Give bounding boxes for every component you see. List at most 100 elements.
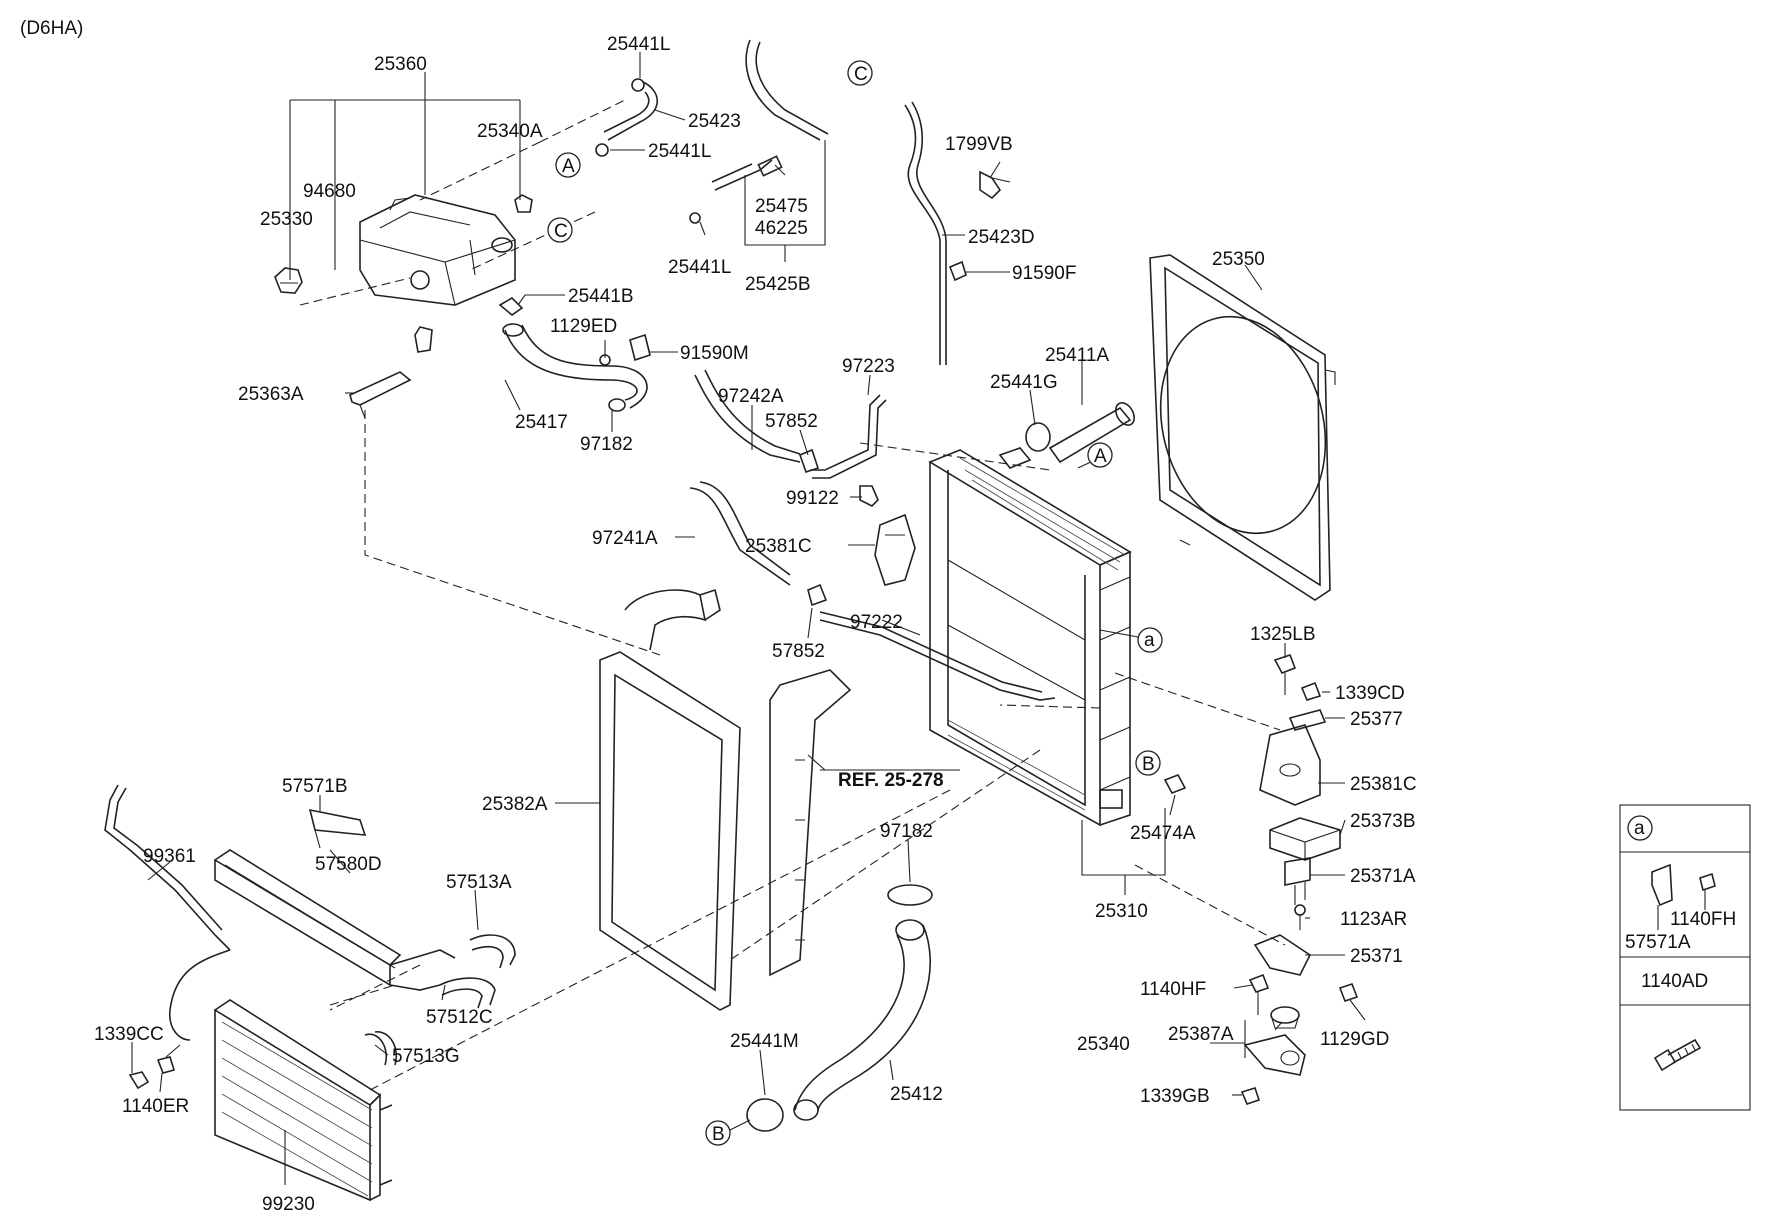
label-25425B[interactable]: 25425B <box>745 274 811 295</box>
intercooler-end-tank[interactable] <box>624 588 852 977</box>
label-25441L-top[interactable]: 25441L <box>607 34 670 55</box>
clamp-25441M[interactable] <box>746 1098 784 1132</box>
label-25412[interactable]: 25412 <box>890 1084 943 1105</box>
label-57513G[interactable]: 57513G <box>392 1046 460 1067</box>
label-91590M[interactable]: 91590M <box>680 343 749 364</box>
clip-57852-upper[interactable] <box>798 448 820 474</box>
pressure-cap-25340A[interactable] <box>514 194 533 213</box>
legend-label-1140AD[interactable]: 1140AD <box>1641 971 1708 992</box>
clip-57852-lower[interactable] <box>807 583 828 607</box>
label-25371A[interactable]: 25371A <box>1350 866 1416 887</box>
bracket-25381C-right[interactable] <box>1259 724 1321 806</box>
label-25441B[interactable]: 25441B <box>568 286 634 307</box>
hose-25423[interactable] <box>595 78 658 157</box>
label-25423D[interactable]: 25423D <box>968 227 1035 248</box>
clamp-25441G[interactable] <box>1025 422 1051 452</box>
hose-57513A[interactable] <box>469 934 516 969</box>
label-57512C[interactable]: 57512C <box>426 1007 493 1028</box>
label-25360[interactable]: 25360 <box>374 54 427 75</box>
washer-25377[interactable] <box>1288 709 1327 731</box>
legend-label-1140FH[interactable]: 1140FH <box>1670 909 1736 930</box>
label-25474A[interactable]: 25474A <box>1130 823 1196 844</box>
label-97182-upper[interactable]: 97182 <box>580 434 633 455</box>
line-97222[interactable] <box>819 611 1056 701</box>
condenser[interactable] <box>213 999 393 1202</box>
insulator-25373B[interactable] <box>1269 817 1341 861</box>
hose-57512C[interactable] <box>439 977 496 1009</box>
nut-1339CD[interactable] <box>1300 681 1322 701</box>
label-57580D[interactable]: 57580D <box>315 854 382 875</box>
bracket-25340[interactable] <box>1243 1034 1306 1076</box>
label-25475[interactable]: 25475 <box>755 196 808 217</box>
label-57852-upper[interactable]: 57852 <box>765 411 818 432</box>
label-25441M[interactable]: 25441M <box>730 1031 799 1052</box>
hose-57513G[interactable] <box>364 1031 397 1066</box>
label-reference[interactable]: REF. 25-278 <box>838 770 944 791</box>
label-1799VB[interactable]: 1799VB <box>945 134 1013 155</box>
label-97182-lower[interactable]: 97182 <box>880 821 933 842</box>
bolt-1140HF[interactable] <box>1248 973 1270 1015</box>
bracket-57571B[interactable] <box>308 808 367 849</box>
label-25417[interactable]: 25417 <box>515 412 568 433</box>
legend-bolt-1140AD[interactable] <box>1653 1038 1702 1072</box>
label-25441G[interactable]: 25441G <box>990 372 1058 393</box>
label-25381C-left[interactable]: 25381C <box>745 536 812 557</box>
label-25377[interactable]: 25377 <box>1350 709 1403 730</box>
label-25350[interactable]: 25350 <box>1212 249 1265 270</box>
label-25373B[interactable]: 25373B <box>1350 811 1416 832</box>
reservoir-bracket-25363A[interactable] <box>349 371 412 419</box>
clip-91590F[interactable] <box>948 260 967 282</box>
hose-25411A[interactable] <box>1048 400 1138 464</box>
bracket-25371[interactable] <box>1253 934 1312 976</box>
nut-1339GB[interactable] <box>1240 1087 1261 1105</box>
label-57571B[interactable]: 57571B <box>282 776 348 797</box>
label-94680[interactable]: 94680 <box>303 181 356 202</box>
label-25340[interactable]: 25340 <box>1077 1034 1130 1055</box>
bracket-25371A[interactable] <box>1284 857 1311 905</box>
insulator-25387A[interactable] <box>1270 1006 1300 1029</box>
label-1140ER[interactable]: 1140ER <box>122 1096 189 1117</box>
coolant-reservoir-tank[interactable] <box>359 194 516 306</box>
label-97242A[interactable]: 97242A <box>718 386 784 407</box>
hose-25417[interactable] <box>498 296 648 409</box>
label-25382A[interactable]: 25382A <box>482 794 548 815</box>
label-57852-lower[interactable]: 57852 <box>772 641 825 662</box>
label-25340A[interactable]: 25340A <box>477 121 543 142</box>
hose-25412[interactable] <box>793 919 931 1121</box>
clamp-97182-lower[interactable] <box>887 884 933 906</box>
label-25411A[interactable]: 25411A <box>1045 345 1109 366</box>
label-91590F[interactable]: 91590F <box>1012 263 1076 284</box>
bracket-99122[interactable] <box>859 485 879 507</box>
bolt-1129GD[interactable] <box>1338 982 1359 1003</box>
label-99122[interactable]: 99122 <box>786 488 839 509</box>
drain-plug-25474A[interactable] <box>1163 774 1187 794</box>
label-1123AR[interactable]: 1123AR <box>1340 909 1407 930</box>
label-25423[interactable]: 25423 <box>688 111 741 132</box>
label-1339CD[interactable]: 1339CD <box>1335 683 1405 704</box>
hose-25423D[interactable] <box>904 101 947 365</box>
line-97242A[interactable] <box>694 369 801 463</box>
label-46225[interactable]: 46225 <box>755 218 808 239</box>
label-1325LB[interactable]: 1325LB <box>1250 624 1316 645</box>
label-25310[interactable]: 25310 <box>1095 901 1148 922</box>
label-97241A[interactable]: 97241A <box>592 528 658 549</box>
label-25371[interactable]: 25371 <box>1350 946 1403 967</box>
label-25441L-low[interactable]: 25441L <box>668 257 731 278</box>
label-1140HF[interactable]: 1140HF <box>1140 979 1206 1000</box>
bolt-1140ER[interactable] <box>156 1044 181 1074</box>
label-25387A[interactable]: 25387A <box>1168 1024 1234 1045</box>
intercooler[interactable] <box>599 651 741 1011</box>
label-1129ED[interactable]: 1129ED <box>550 316 617 337</box>
label-25330[interactable]: 25330 <box>260 209 313 230</box>
oil-cooler[interactable] <box>213 849 456 991</box>
radiator-filler-neck[interactable] <box>998 447 1032 469</box>
nut-1339CC[interactable] <box>128 1071 150 1090</box>
bolt-1123AR[interactable] <box>1294 904 1306 930</box>
ac-pipe-99361[interactable] <box>104 784 231 1041</box>
bolt-1325LB[interactable] <box>1273 653 1297 695</box>
label-1339GB[interactable]: 1339GB <box>1140 1086 1210 1107</box>
bracket-25381C-left[interactable] <box>874 513 916 586</box>
hose-25425B[interactable] <box>689 39 829 224</box>
label-1129GD[interactable]: 1129GD <box>1320 1029 1389 1050</box>
label-97222[interactable]: 97222 <box>850 612 903 633</box>
